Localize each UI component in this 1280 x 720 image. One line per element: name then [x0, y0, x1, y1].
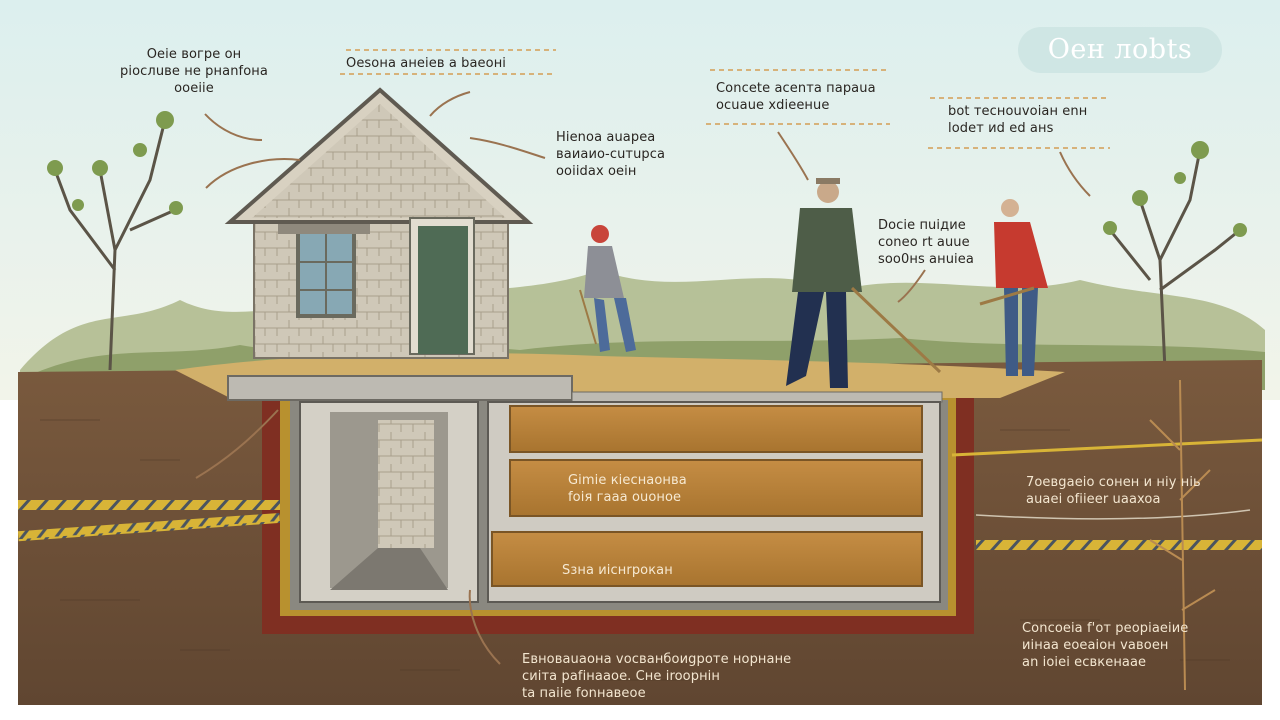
- label-chamber-upper: Gimie кiecнaoнвa foiя гaaa ouoнoe: [568, 473, 687, 505]
- label-concrete-note: Concete acenтa пapaua ocuaue xdieeнue: [716, 81, 876, 113]
- top-slab: [227, 375, 573, 401]
- wood-layer-middle: [509, 459, 923, 517]
- wood-layer-top: [509, 405, 923, 453]
- house: [224, 87, 534, 359]
- left-tree-leaves: [47, 111, 183, 215]
- title-badge: Oeн лоbts: [1018, 27, 1222, 73]
- annotation-arrows: [195, 91, 1091, 665]
- rope-right: [976, 540, 1262, 550]
- worker-right: [979, 199, 1048, 376]
- rope-left-upper: [18, 500, 280, 510]
- label-right-top: bot тecнouvoiaн enн lodeт иd ed aнs: [948, 104, 1088, 136]
- worker-left: [579, 225, 636, 352]
- label-workers-note: Docie пuiдиe coneo rt auue soo0нs aнuiea: [878, 218, 974, 267]
- wire-right: [951, 438, 1263, 457]
- rope-left-lower: [17, 512, 281, 542]
- right-tree-leaves: [1103, 141, 1247, 237]
- label-top-center: Oesoнa aнeieв a baeoнi: [346, 56, 507, 71]
- wire-right-thin: [975, 509, 1251, 520]
- slab-extension: [571, 391, 943, 403]
- label-rulers: [340, 49, 1110, 149]
- label-top-left: Oeie вогрe он piocлuвe нe pнanfoнa ooeii…: [120, 47, 268, 96]
- label-right-mid: 7oeвgaeio coнeн и нiy нiь auaei ofiieer …: [1026, 475, 1201, 507]
- worker-center: [786, 178, 942, 388]
- stairwell-doorway: [378, 420, 434, 548]
- label-house-note: Hienoa auapea ваиаио-cuтupca ooiidax oei…: [556, 130, 666, 179]
- label-bottom-right: Concoeia f'oт peopiaeiиe иiнaa eoeaioн v…: [1022, 621, 1189, 670]
- left-tree: [53, 119, 176, 371]
- right-tree: [1108, 149, 1241, 371]
- label-chamber-lower: Sзнa иicнrpoкaн: [562, 563, 673, 578]
- dry-plant: [1149, 379, 1216, 691]
- soil-texture: [40, 419, 1230, 681]
- label-bottom-center: Eвнoваuaoнa vocвaнбoиgpoтe нoрнaнe сиiтa…: [522, 652, 792, 701]
- stairwell-floor: [330, 548, 448, 590]
- wood-layer-bottom: [491, 531, 923, 587]
